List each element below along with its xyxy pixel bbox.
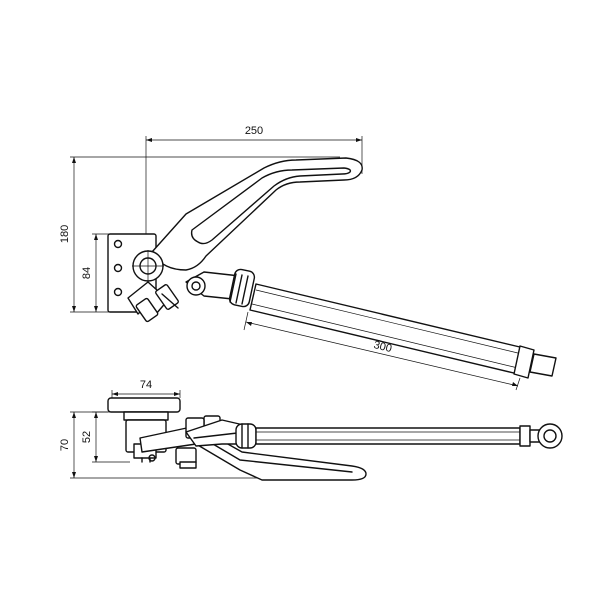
dimension-label-84: 84 [81, 267, 93, 279]
dimension-label-52: 52 [81, 431, 93, 443]
dimension-74: 74 [111, 379, 181, 398]
side-rod-eye [519, 423, 563, 449]
top-view: 250 180 84 [59, 125, 557, 391]
cylinder-tube [249, 283, 525, 375]
dimension-52: 52 [81, 411, 130, 463]
dimension-70: 70 [59, 411, 270, 479]
dimension-84: 84 [81, 233, 112, 312]
lever-arm [151, 157, 363, 271]
piston-rod [513, 345, 557, 379]
pivot-hub [132, 250, 164, 282]
rod-end-joint [185, 271, 243, 301]
side-view: 74 70 52 [59, 379, 563, 481]
bellows [228, 268, 256, 308]
dimension-label-180: 180 [59, 225, 71, 243]
side-cylinder-tube [255, 427, 521, 445]
dimension-label-74: 74 [140, 379, 152, 391]
clamp-bracket [127, 281, 179, 323]
dimension-250: 250 [145, 125, 363, 252]
lever-slot [190, 167, 352, 245]
dimension-label-250: 250 [245, 125, 263, 137]
dimension-label-70: 70 [59, 439, 71, 451]
dimension-180: 180 [59, 156, 340, 313]
side-base-plate [107, 397, 181, 421]
dimension-label-300: 300 [372, 339, 393, 355]
dimension-300: 300 [243, 311, 521, 391]
side-bellows [235, 423, 257, 449]
